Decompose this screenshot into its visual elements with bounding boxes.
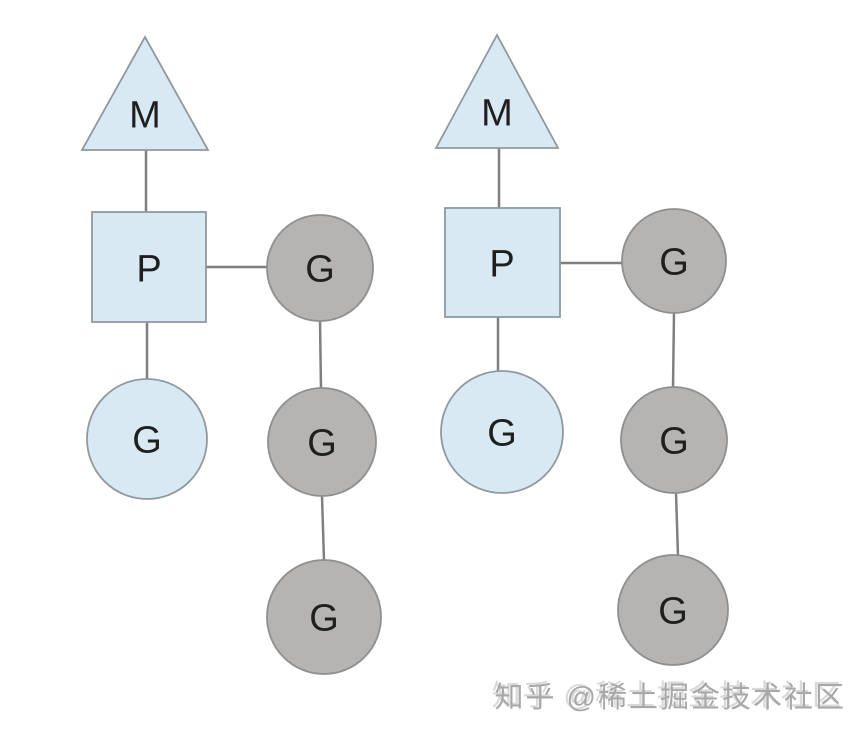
node-left-circle-g-right1: G xyxy=(266,214,374,322)
edge-line-8 xyxy=(671,312,676,389)
node-right-triangle-m: M xyxy=(434,33,560,149)
node-label: G xyxy=(659,242,689,284)
node-label: P xyxy=(489,244,514,286)
node-label: G xyxy=(487,413,517,455)
node-left-triangle-m: M xyxy=(80,35,210,151)
square-shape xyxy=(444,207,561,318)
node-label: G xyxy=(309,598,339,640)
node-right-square-p: P xyxy=(444,207,561,318)
node-label: M xyxy=(129,95,161,137)
triangle-shape xyxy=(434,33,560,149)
node-label: G xyxy=(305,249,335,291)
circle-shape xyxy=(266,559,382,675)
circle-shape xyxy=(266,214,374,322)
edge-line-4 xyxy=(320,495,326,562)
circle-shape xyxy=(440,370,564,494)
node-label: P xyxy=(136,249,161,291)
watermark-text: 知乎 @稀土掘金技术社区 xyxy=(494,682,846,714)
circle-shape xyxy=(620,386,728,494)
node-left-circle-g-bottom: G xyxy=(86,378,208,500)
circle-shape xyxy=(621,208,727,314)
node-right-circle-g-right2: G xyxy=(620,386,728,494)
edge-line-9 xyxy=(674,492,680,557)
circle-shape xyxy=(617,554,729,666)
square-shape xyxy=(91,211,207,323)
node-right-circle-g-right3: G xyxy=(617,554,729,666)
edge-line-3 xyxy=(318,320,323,390)
triangle-shape xyxy=(80,35,210,151)
node-label: G xyxy=(132,420,162,462)
node-left-circle-g-right2: G xyxy=(267,387,377,497)
circle-shape xyxy=(267,387,377,497)
node-right-circle-g-bottom: G xyxy=(440,370,564,494)
node-label: G xyxy=(659,421,689,463)
node-right-circle-g-right1: G xyxy=(621,208,727,314)
circle-shape xyxy=(86,378,208,500)
node-left-square-p: P xyxy=(91,211,207,323)
node-label: M xyxy=(481,93,513,135)
node-label: G xyxy=(307,423,337,465)
watermark: 知乎 @稀土掘金技术社区 xyxy=(495,674,847,716)
node-left-circle-g-right3: G xyxy=(266,559,382,675)
node-label: G xyxy=(658,591,688,633)
